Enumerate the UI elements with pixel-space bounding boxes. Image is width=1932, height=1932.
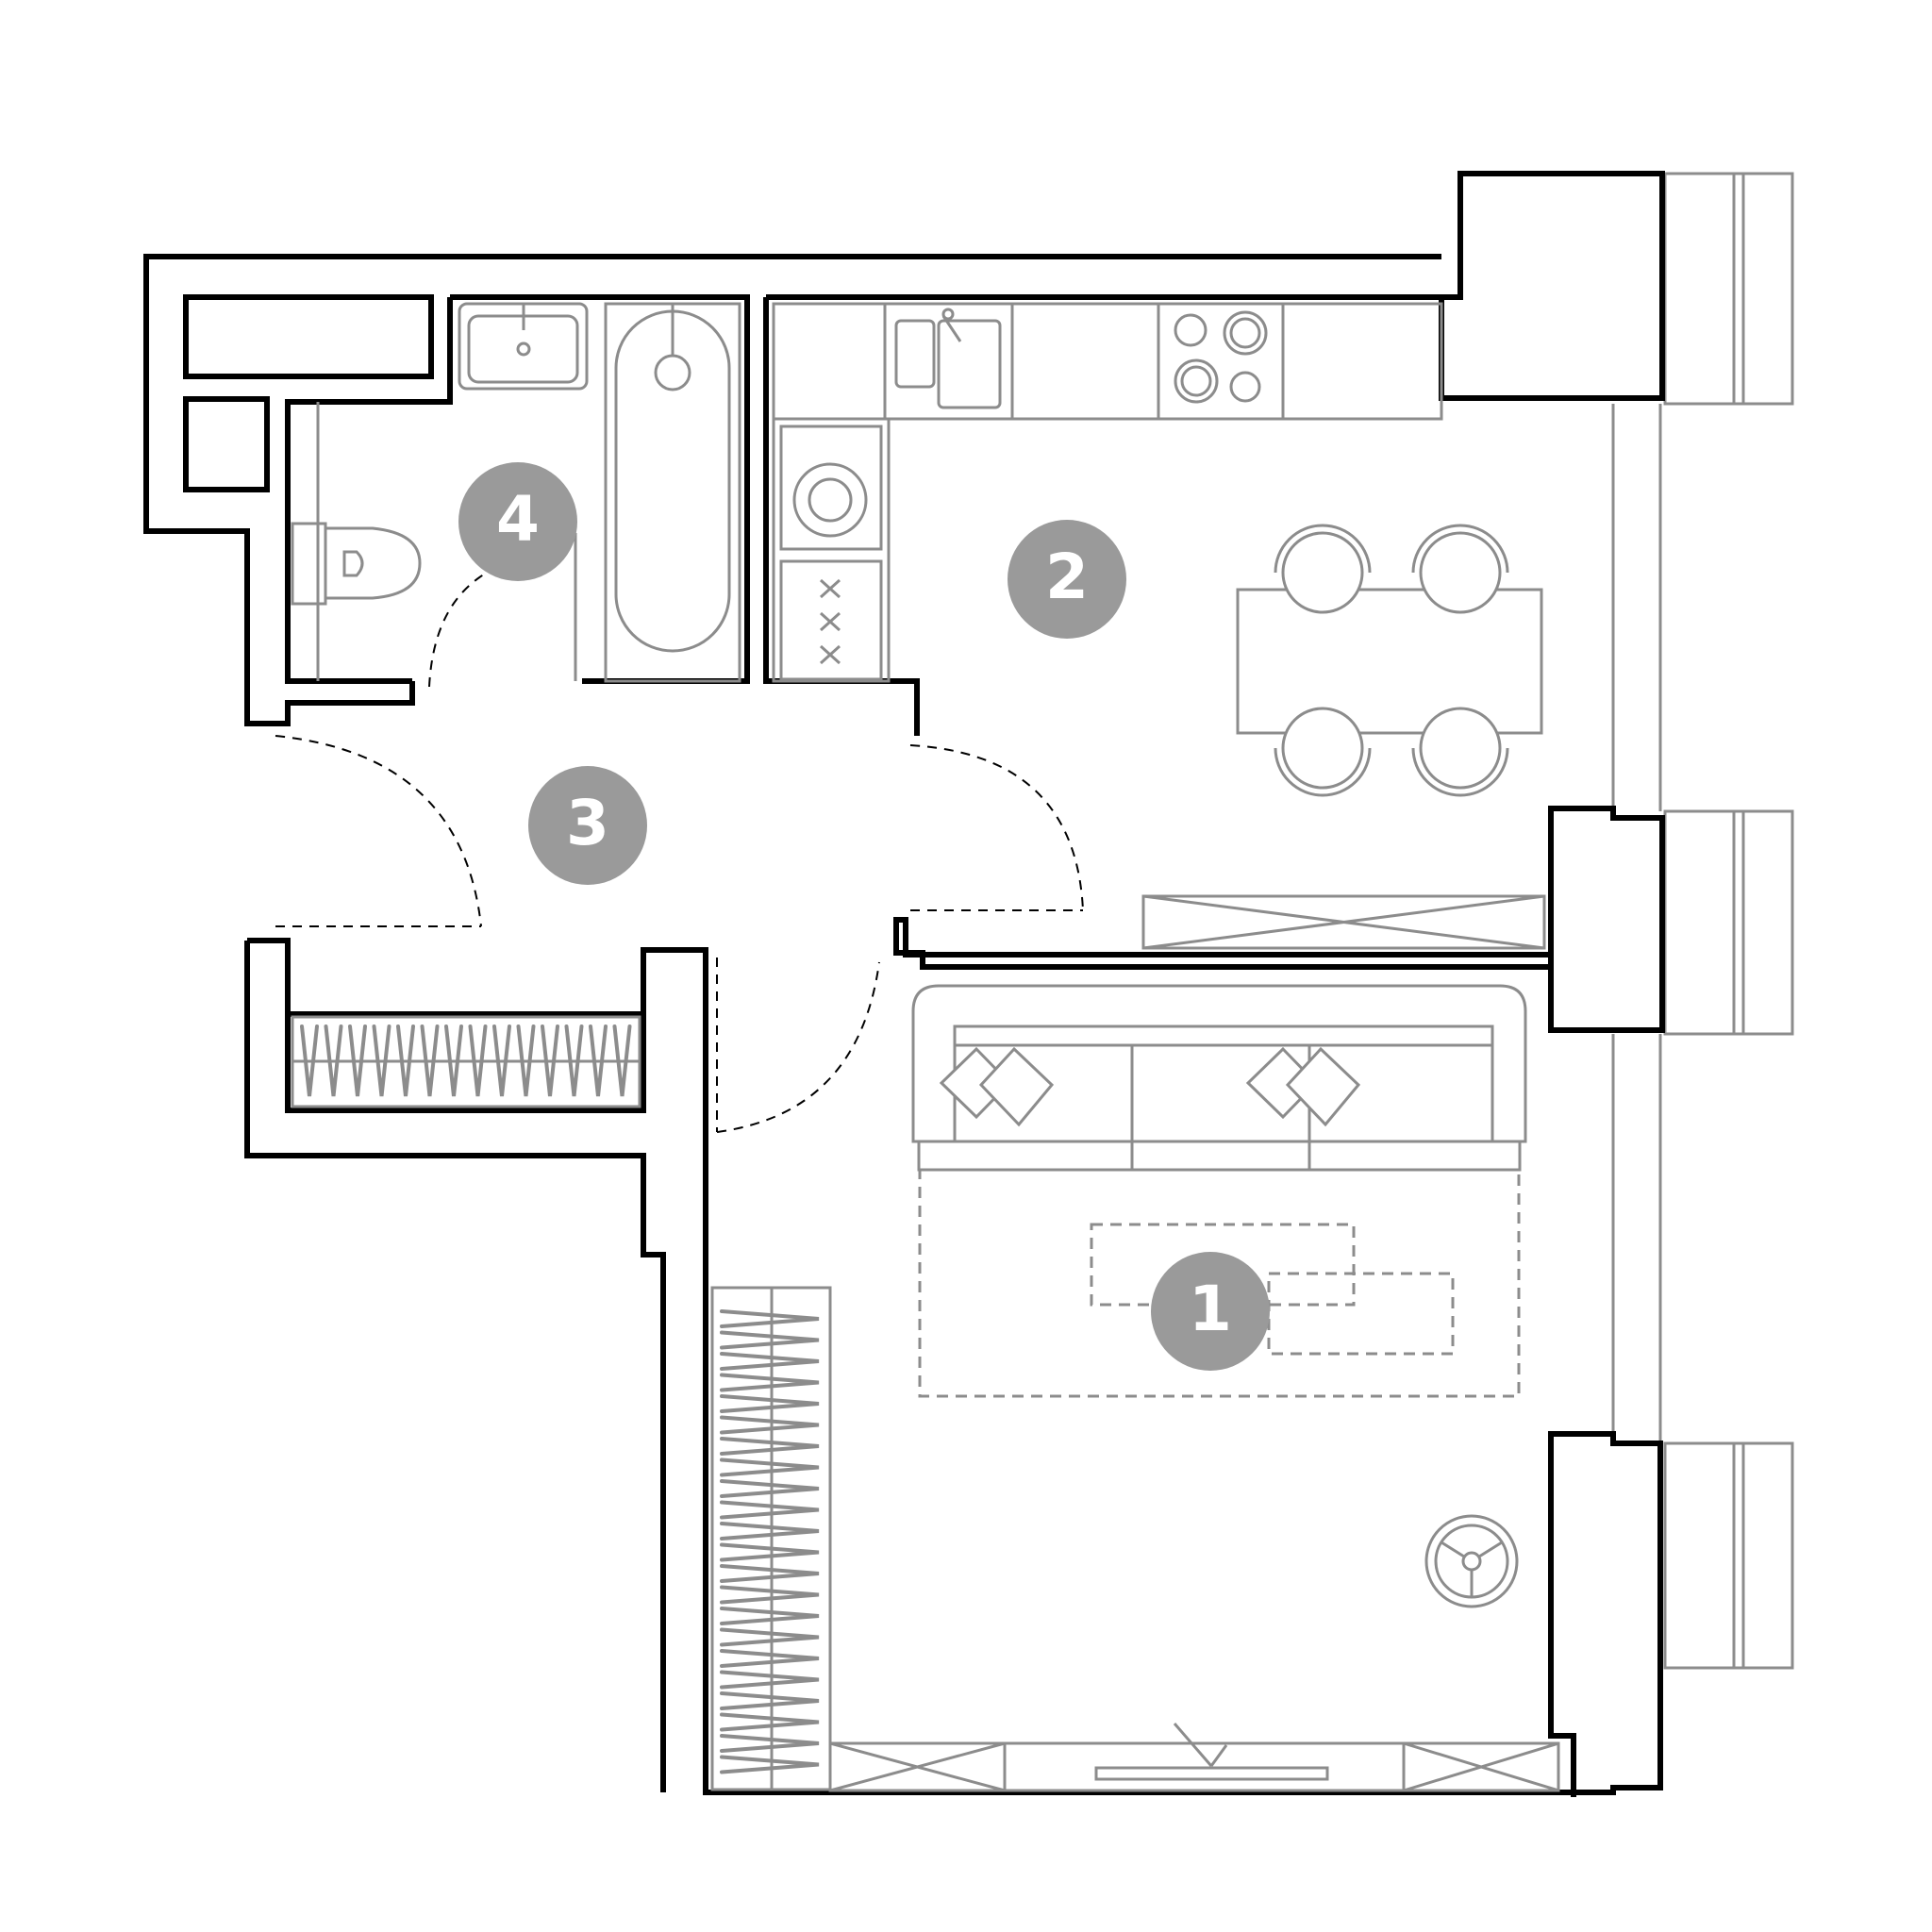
hanger-icon: [396, 1024, 415, 1097]
hanger-icon: [720, 1500, 820, 1520]
wall-lower-exterior: [244, 941, 666, 1792]
hanger-icon: [468, 1024, 488, 1097]
hanger-icon: [720, 1691, 820, 1710]
hanger-icon: [720, 1309, 820, 1328]
dining-chair: [1411, 524, 1509, 614]
hanger-icon: [420, 1024, 440, 1097]
walls: [143, 171, 1665, 1797]
living-room: [710, 984, 1560, 1792]
hanger-icon: [720, 1734, 820, 1753]
hanger-icon: [720, 1542, 820, 1562]
stove-icon: [1174, 310, 1268, 404]
room-4-number: 4: [496, 483, 540, 556]
room-1-badge: 1: [1151, 1252, 1270, 1371]
hall-closet: [291, 1015, 641, 1108]
hanger-icon: [720, 1330, 820, 1350]
bathtub-icon: [604, 302, 741, 683]
room-4-badge: 4: [458, 462, 577, 581]
hanger-icon: [348, 1024, 367, 1097]
shaft-box-1: [183, 294, 434, 379]
kitchen-sink-icon: [894, 308, 1002, 409]
hanger-icon: [720, 1607, 820, 1625]
window-top: [1663, 172, 1794, 406]
hob-icon: [779, 559, 883, 681]
dining-chair: [1274, 707, 1372, 797]
door-entrance[interactable]: [275, 735, 482, 927]
kitchen-counter: [772, 302, 1443, 421]
hanger-icon: [720, 1373, 820, 1392]
door-kitchen[interactable]: [909, 744, 1084, 911]
tv-icon: [1094, 1766, 1329, 1781]
room-3-badge: 3: [528, 766, 647, 885]
hanger-icon: [720, 1627, 820, 1647]
hanger-icon: [720, 1479, 820, 1498]
rug: [918, 1168, 1521, 1398]
hanger-icon: [720, 1394, 820, 1413]
hanger-icon: [720, 1564, 820, 1583]
hanger-icon: [492, 1024, 511, 1097]
dining-chair: [1411, 707, 1509, 797]
dining-chair: [1274, 524, 1372, 614]
bathroom: [291, 302, 741, 683]
hanger-icon: [720, 1712, 820, 1732]
kitchen: [772, 302, 1443, 683]
room-1-number: 1: [1189, 1273, 1232, 1345]
hanger-icon: [564, 1024, 584, 1097]
dining-table: [1236, 588, 1543, 735]
window-middle: [1663, 809, 1794, 1036]
fridge-column: [772, 417, 891, 683]
washing-machine-icon: [779, 425, 883, 551]
floor-lamp-icon: [1424, 1514, 1519, 1608]
glazing-lines: [1611, 404, 1662, 1443]
room-2-number: 2: [1045, 541, 1089, 613]
toilet-icon: [291, 522, 422, 606]
hanger-icon: [720, 1585, 820, 1605]
hanger-icon: [720, 1437, 820, 1456]
hanger-icon: [516, 1024, 536, 1097]
hanger-icon: [372, 1024, 391, 1097]
hanger-icon: [541, 1024, 559, 1097]
hanger-icon: [720, 1522, 820, 1541]
hanger-icon: [720, 1649, 820, 1668]
window-bottom: [1663, 1441, 1794, 1670]
shaft-box-2: [183, 396, 270, 492]
doors: [275, 565, 1084, 1133]
hanger-icon: [300, 1024, 319, 1097]
dining: [1236, 524, 1543, 797]
wardrobe: [710, 1286, 832, 1791]
room-badges: 1 2 3 4: [458, 462, 1270, 1371]
wall-closet-box: [288, 1011, 646, 1110]
hanger-icon: [720, 1415, 820, 1435]
storage-unit: [1141, 894, 1546, 950]
hanger-icon: [612, 1024, 632, 1097]
sofa-icon: [911, 984, 1527, 1172]
door-bathroom[interactable]: [428, 565, 501, 688]
hanger-icon: [720, 1670, 820, 1690]
room-2-badge: 2: [1008, 520, 1126, 639]
hanger-icon: [720, 1755, 820, 1774]
wall-pier-top: [1439, 171, 1665, 401]
door-bedroom[interactable]: [716, 961, 880, 1133]
room-3-number: 3: [566, 787, 609, 859]
hanger-icon: [720, 1352, 820, 1371]
sink-icon: [458, 302, 589, 391]
hanger-icon: [444, 1024, 463, 1097]
hanger-icon: [720, 1457, 820, 1477]
coffee-table: [1090, 1223, 1455, 1356]
hanger-icon: [589, 1024, 608, 1097]
hanger-icon: [324, 1024, 343, 1097]
windows: [1611, 172, 1794, 1670]
wall-exterior-top: [143, 254, 1441, 726]
tv-unit: [828, 1723, 1560, 1792]
wall-pier-middle: [893, 806, 1665, 1033]
wall-bedroom: [247, 938, 1663, 1797]
wall-wc: [285, 297, 453, 684]
